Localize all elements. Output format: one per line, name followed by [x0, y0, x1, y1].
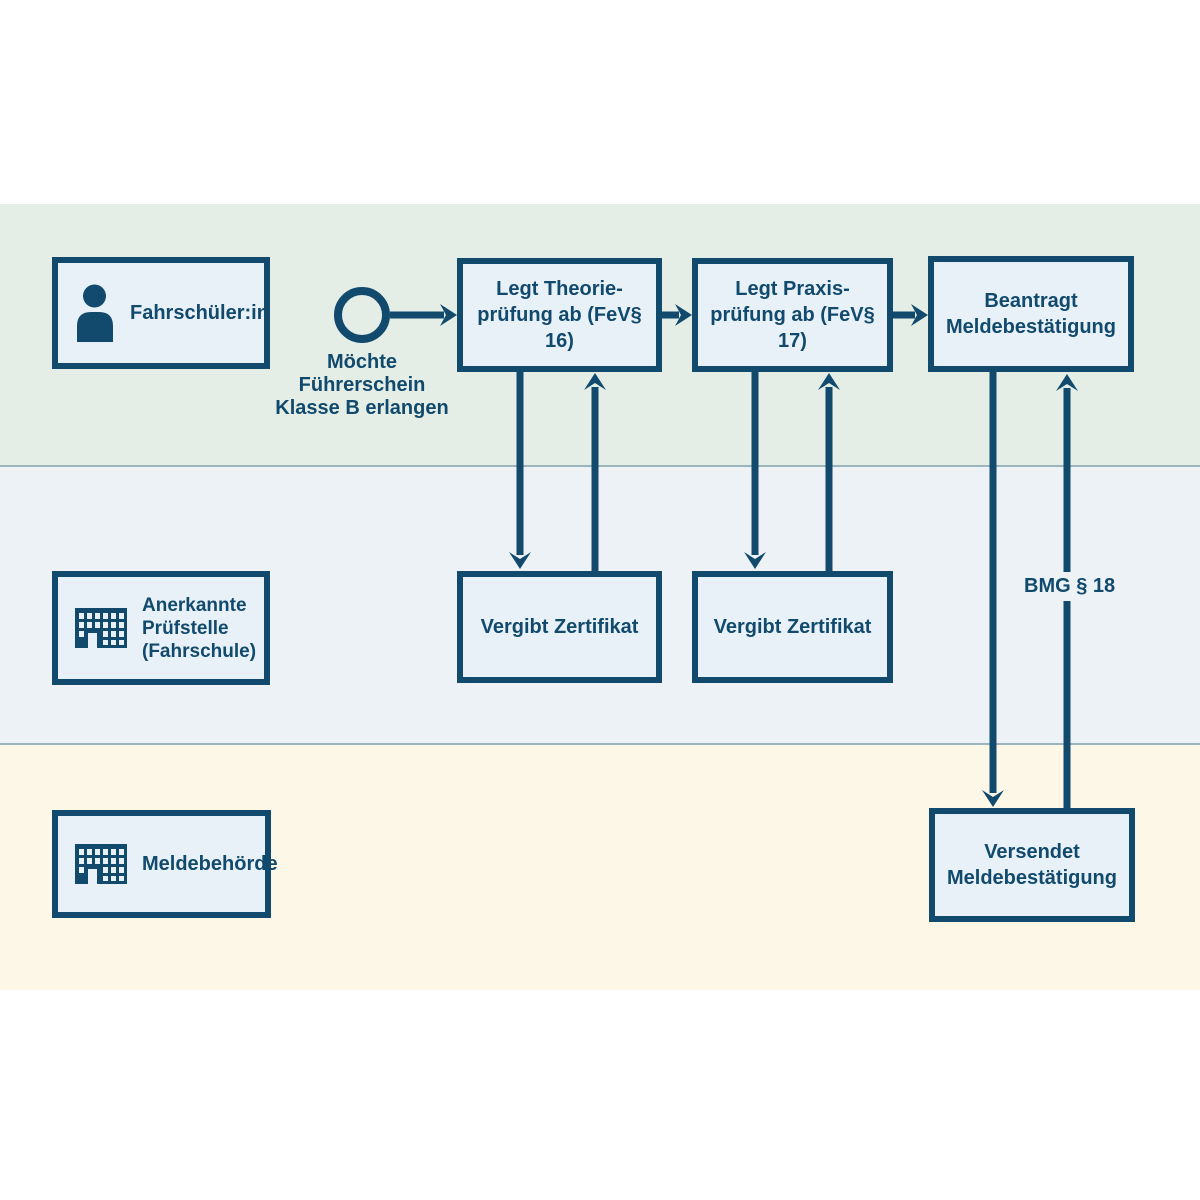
- process-box-line: Vergibt Zertifikat: [480, 616, 639, 638]
- actor-box-meldebehoerde: Meldebehörde: [52, 810, 278, 918]
- actor-label-line: Prüfstelle: [142, 617, 229, 639]
- actor-label: Fahrschüler:in: [130, 302, 269, 324]
- start-event-line: Klasse B erlangen: [275, 397, 449, 419]
- process-box-vergibt-zertifikat-theorie: Vergibt Zertifikat: [457, 571, 662, 683]
- start-event-circle: [334, 287, 390, 343]
- process-box-line: prüfung ab (FeV§ 17): [710, 304, 875, 352]
- process-box-versendet-meldebestaetigung: Versendet Meldebestätigung: [929, 808, 1135, 922]
- actor-label: Anerkannte Prüfstelle (Fahrschule): [142, 594, 256, 663]
- arrowhead-into-practice: [675, 304, 692, 326]
- process-box-line: Legt Theorie-: [496, 278, 623, 300]
- process-box-line: Meldebestätigung: [945, 316, 1116, 338]
- process-box-line: Meldebestätigung: [946, 867, 1117, 889]
- arrowhead-into-request: [911, 304, 928, 326]
- process-box-theoriepruefung: Legt Theorie- prüfung ab (FeV§ 16): [457, 258, 662, 372]
- arrowhead-into-send: [982, 790, 1004, 807]
- start-event-label: Möchte Führerschein Klasse B erlangen: [262, 351, 462, 420]
- person-icon: [75, 284, 115, 342]
- process-box-line: Beantragt: [984, 290, 1078, 312]
- actor-box-pruefstelle: Anerkannte Prüfstelle (Fahrschule): [52, 571, 270, 685]
- process-box-vergibt-zertifikat-praxis: Vergibt Zertifikat: [692, 571, 893, 683]
- building-icon: [75, 608, 127, 648]
- arrowhead-into-request-bottom: [1056, 374, 1078, 391]
- process-box-line: Vergibt Zertifikat: [713, 616, 872, 638]
- lane-divider-bottom: [0, 743, 1200, 745]
- actor-label: Meldebehörde: [142, 853, 278, 875]
- arrowhead-into-theory-bottom: [584, 373, 606, 390]
- arrowhead-into-theory: [440, 304, 457, 326]
- actor-label-line: Anerkannte: [142, 594, 247, 616]
- actor-box-fahrschueler: Fahrschüler:in: [52, 257, 270, 369]
- process-box-line: Versendet: [984, 841, 1080, 863]
- process-box-line: prüfung ab (FeV§ 16): [477, 304, 642, 352]
- arrowhead-into-cert-theory: [509, 552, 531, 569]
- actor-label-line: (Fahrschule): [142, 640, 257, 662]
- building-icon: [75, 844, 127, 884]
- process-box-praxispruefung: Legt Praxis- prüfung ab (FeV§ 17): [692, 258, 893, 372]
- process-box-line: Legt Praxis-: [735, 278, 850, 300]
- start-event-line: Möchte: [327, 351, 397, 373]
- start-event-line: Führerschein: [298, 374, 426, 396]
- arrowhead-into-practice-bottom: [818, 373, 840, 390]
- process-box-beantragt-meldebestaetigung: Beantragt Meldebestätigung: [928, 256, 1134, 372]
- arrowhead-into-cert-practice: [744, 552, 766, 569]
- bmg-law-annotation: BMG § 18: [1016, 572, 1124, 601]
- lane-divider-top: [0, 465, 1200, 467]
